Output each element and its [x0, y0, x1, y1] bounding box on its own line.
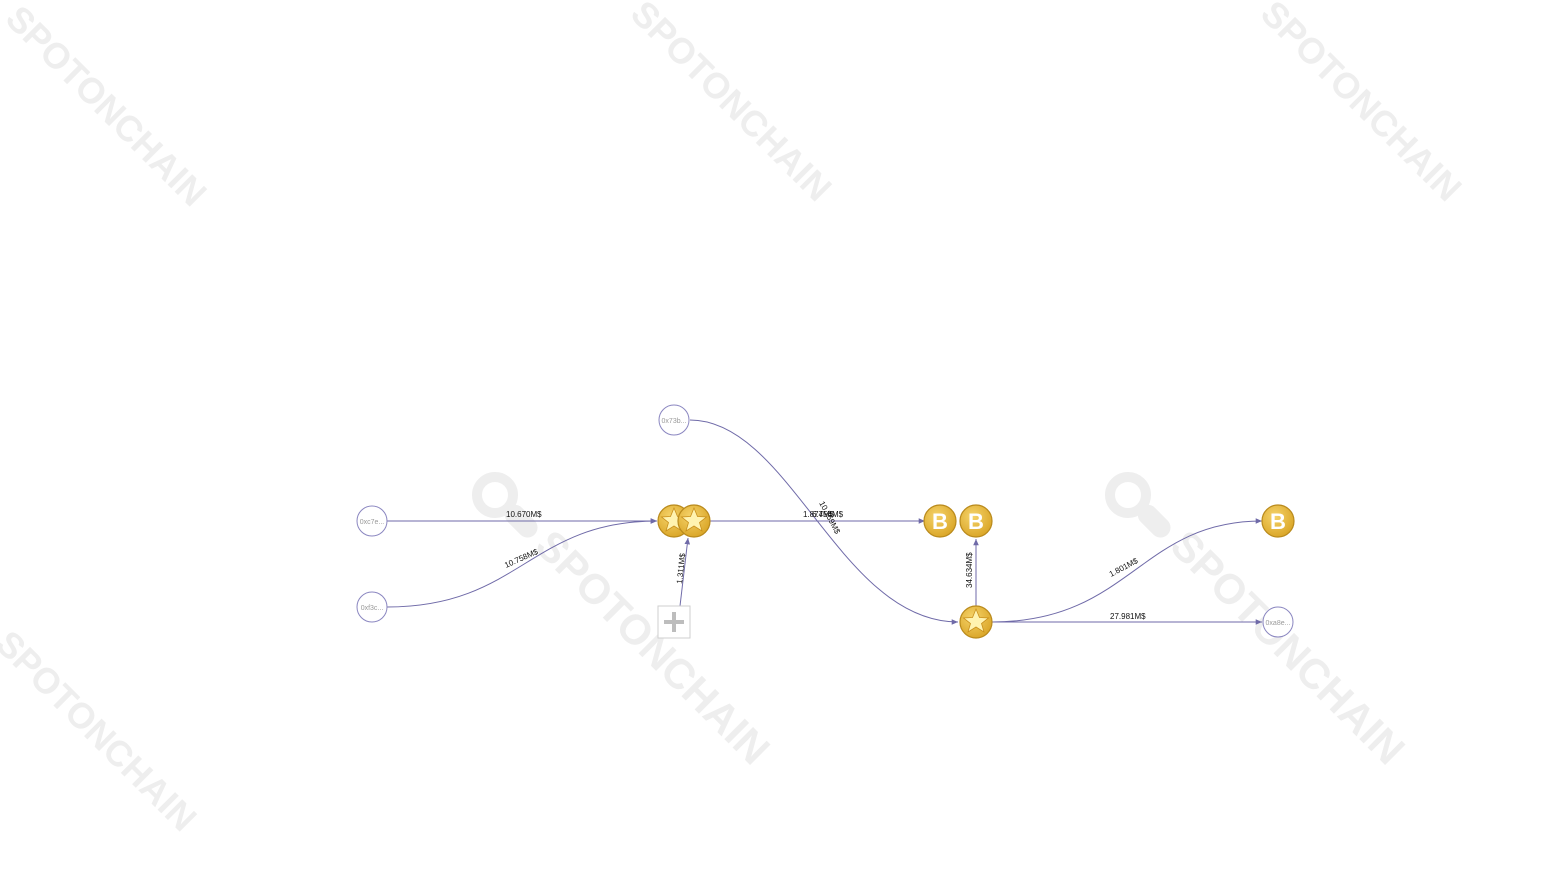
b-coin-icon: B [932, 509, 948, 534]
edge-label: 1.801M$ [1108, 556, 1140, 579]
edge-f3c-to-star[interactable] [386, 518, 658, 608]
wallet-address-label: 0xf3c... [361, 605, 384, 612]
wallet-address-label: 0xa8e... [1266, 620, 1291, 627]
star-icon [962, 607, 990, 633]
edge-label: 10.670M$ [506, 510, 542, 519]
edges-layer [386, 419, 1263, 625]
wallet-node-0xf3c[interactable]: 0xf3c... [356, 591, 388, 623]
edge-label: 6.454M$ [812, 510, 844, 519]
edge-73b-to-star-c[interactable] [689, 419, 959, 625]
wallet-address-label: 0x73b... [662, 418, 687, 425]
watermark-text: SPOTONCHAIN [623, 0, 840, 209]
wallet-address-label: 0xc7e... [360, 519, 385, 526]
unknown-entity-node[interactable] [657, 605, 691, 639]
exchange-node-b3[interactable]: B [1261, 504, 1295, 538]
b-coin-icon: B [1270, 509, 1286, 534]
watermark-text: SPOTONCHAIN [0, 0, 215, 214]
edge-star-c-to-b3[interactable] [991, 518, 1263, 623]
watermark-logo-icon [472, 472, 538, 538]
plus-icon [664, 612, 684, 632]
exchange-node-b1[interactable]: B [923, 504, 957, 538]
star-icon [680, 506, 708, 532]
wallet-node-0x73b[interactable]: 0x73b... [658, 404, 690, 436]
watermark-text: SPOTONCHAIN [0, 622, 205, 839]
edge-label: 1.311M$ [675, 552, 687, 584]
exchange-node-b2[interactable]: B [959, 504, 993, 538]
watermark-text: SPOTONCHAIN [1253, 0, 1470, 209]
edge-label: 1.877M$ [803, 510, 835, 519]
wallet-node-0xc7e[interactable]: 0xc7e... [356, 505, 388, 537]
watermark-text: SPOTONCHAIN [527, 521, 779, 773]
star-node-b[interactable] [677, 504, 711, 538]
watermark-logo-icon [1105, 472, 1171, 538]
b-coin-icon: B [968, 509, 984, 534]
edge-plus-to-star[interactable] [679, 537, 691, 607]
star-node-c[interactable] [959, 605, 993, 639]
watermark-text: SPOTONCHAIN [1162, 521, 1414, 773]
edge-label: 27.981M$ [1110, 612, 1146, 621]
wallet-node-0xa8e[interactable]: 0xa8e... [1262, 606, 1294, 638]
edge-label: 34.634M$ [965, 552, 974, 588]
watermark-layer: SPOTONCHAIN SPOTONCHAIN SPOTONCHAIN SPOT… [0, 0, 1470, 839]
